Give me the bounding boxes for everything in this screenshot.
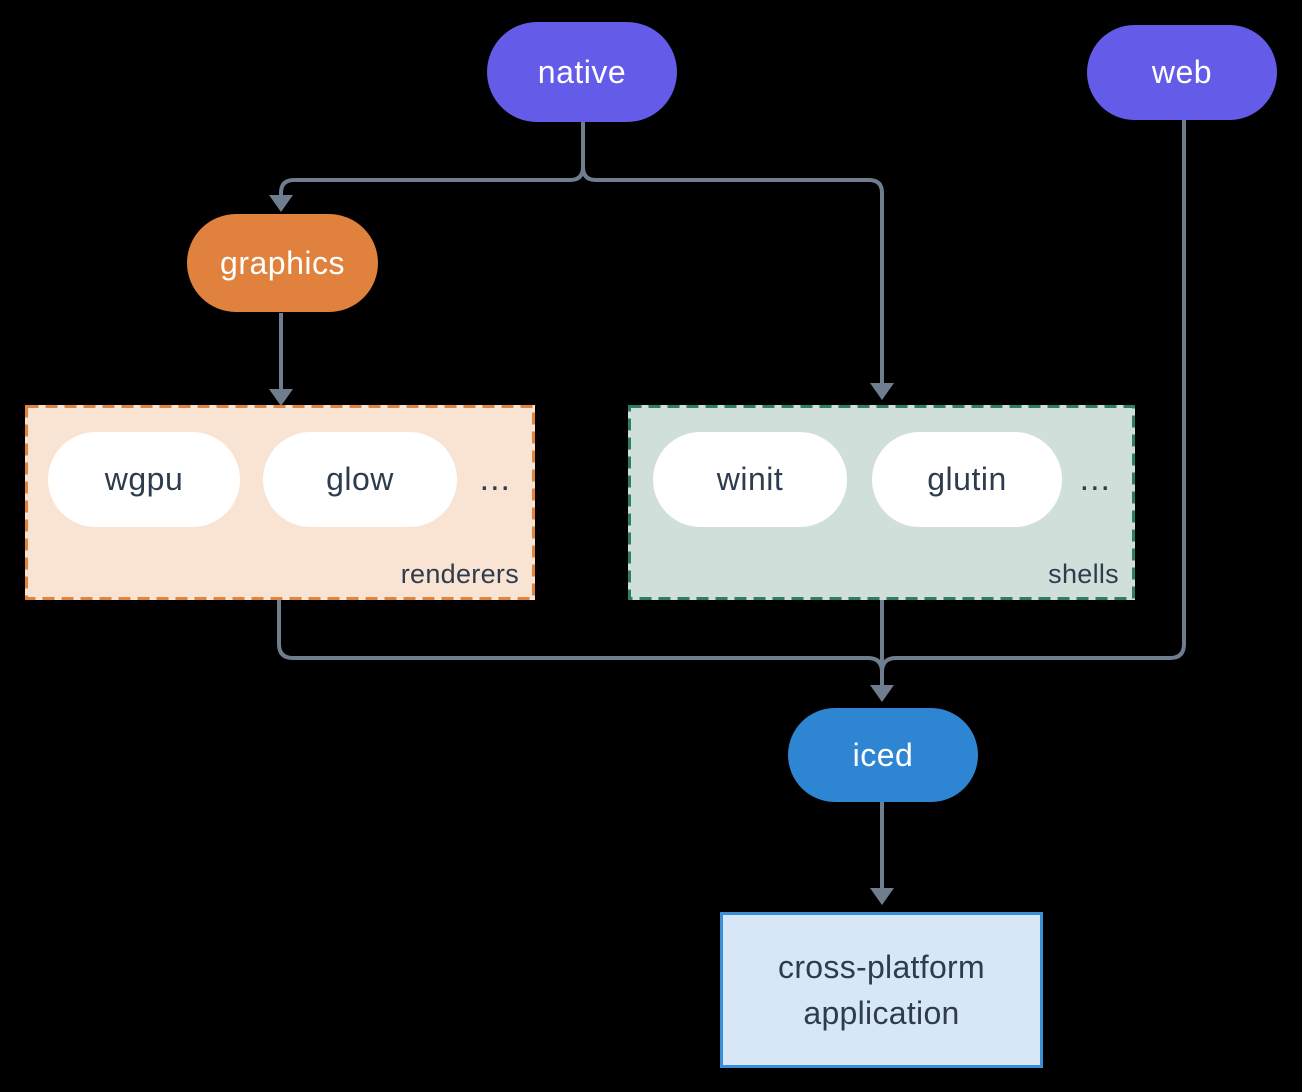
node-glutin: glutin: [872, 432, 1062, 527]
node-web-label: web: [1151, 54, 1213, 90]
arrowhead-shells: [870, 383, 894, 400]
node-glow: glow: [263, 432, 457, 527]
arrowhead-graphics: [269, 195, 293, 212]
shells-ellipsis: ...: [1079, 460, 1111, 498]
renderers-group-label: renderers: [400, 559, 519, 589]
edge-native-to-graphics: [279, 122, 585, 197]
arrowhead-app: [870, 888, 894, 905]
arrowhead-renderers: [269, 389, 293, 406]
shells-group: winit glutin ... shells: [628, 405, 1135, 600]
node-graphics-label: graphics: [220, 244, 345, 281]
node-iced: iced: [788, 708, 978, 802]
node-wgpu-label: wgpu: [104, 461, 184, 497]
node-iced-label: iced: [852, 736, 914, 773]
node-winit: winit: [653, 432, 847, 527]
node-native: native: [487, 22, 677, 122]
app-label-line2: application: [803, 995, 960, 1031]
node-web: web: [1087, 25, 1277, 120]
node-wgpu: wgpu: [48, 432, 240, 527]
node-glow-label: glow: [326, 461, 394, 497]
renderers-ellipsis: ...: [479, 460, 511, 498]
node-native-label: native: [537, 53, 627, 90]
node-cross-platform-application: cross-platform application: [720, 912, 1043, 1068]
edge-renderers-to-iced: [277, 600, 884, 673]
node-glutin-label: glutin: [927, 461, 1007, 497]
node-graphics: graphics: [187, 214, 378, 312]
edge-native-to-shells: [581, 122, 884, 385]
shells-group-label: shells: [1048, 559, 1119, 589]
renderers-group: wgpu glow ... renderers: [25, 405, 535, 600]
app-label-line1: cross-platform: [778, 949, 985, 985]
arrowhead-iced: [870, 685, 894, 702]
node-winit-label: winit: [716, 461, 784, 497]
